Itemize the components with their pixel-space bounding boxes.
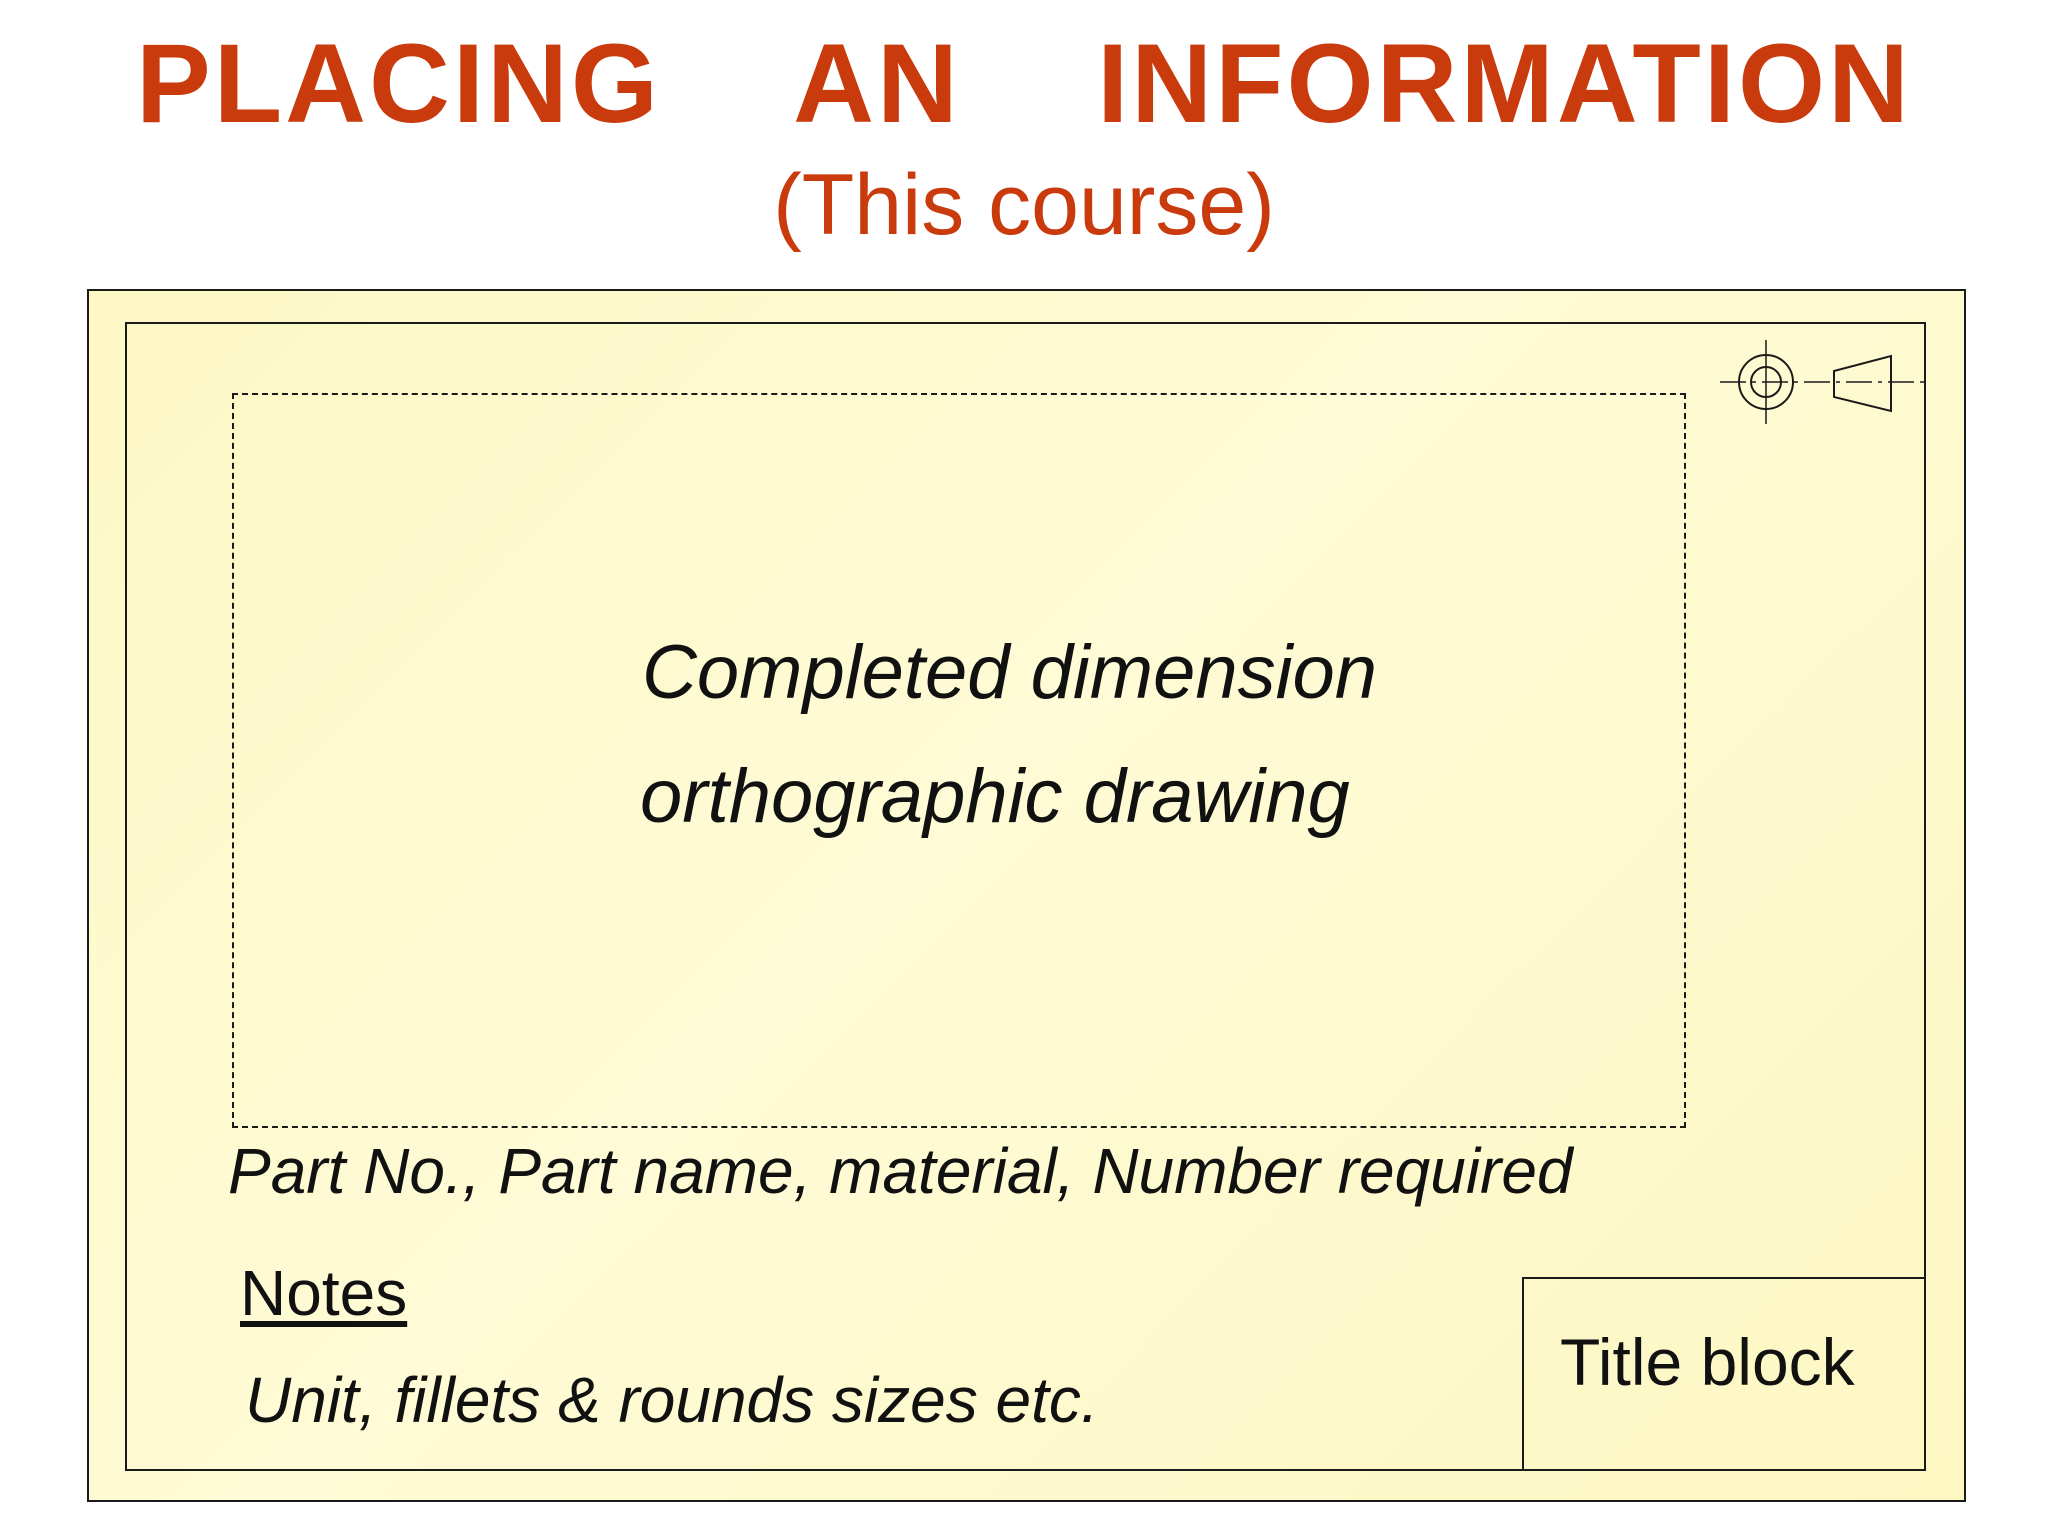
page-title: PLACING AN INFORMATION <box>136 21 1912 146</box>
title-block-label: Title block <box>1560 1325 1855 1399</box>
drawing-area <box>232 393 1686 1128</box>
notes-heading: Notes <box>240 1257 408 1329</box>
page-subtitle: (This course) <box>773 157 1275 253</box>
first-angle-projection-icon <box>1720 340 1924 424</box>
drawing-area-label-line2: orthographic drawing <box>640 754 1350 839</box>
drawing-area-label-line1: Completed dimension <box>642 630 1378 715</box>
projection-cone-outline <box>1833 354 1892 413</box>
drawing-sheet <box>87 289 1966 1502</box>
sheet-border-frame <box>125 322 1926 1471</box>
part-info-label: Part No., Part name, material, Number re… <box>228 1135 1573 1207</box>
title-block <box>1522 1277 1926 1471</box>
notes-text: Unit, fillets & rounds sizes etc. <box>245 1364 1099 1436</box>
